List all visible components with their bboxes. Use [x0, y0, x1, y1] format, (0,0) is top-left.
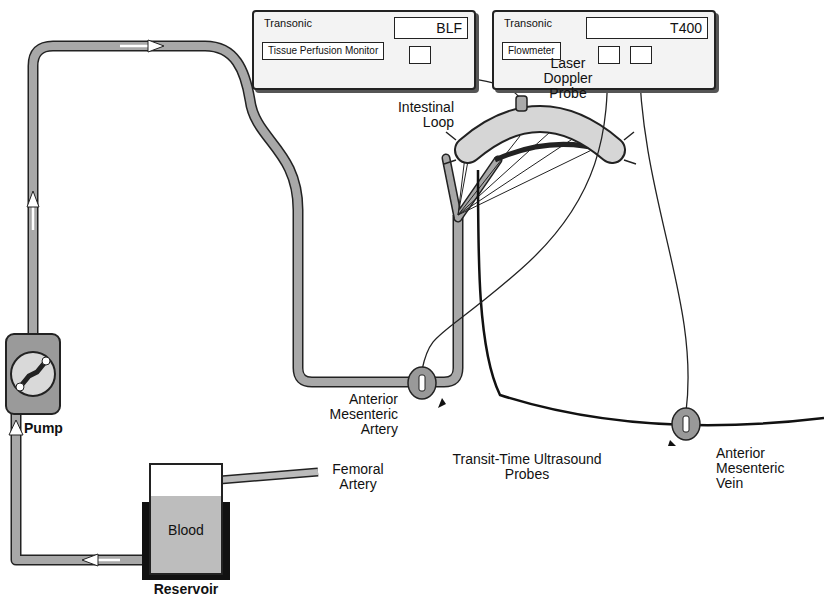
artery-branch-fill	[446, 158, 498, 218]
part-label: Femoral Artery	[322, 462, 394, 492]
blood-reservoir: BloodReservoir	[140, 460, 232, 600]
display-port	[409, 46, 431, 64]
probe-cables	[418, 53, 688, 412]
tissue-perfusion-monitor: TransonicTissue Perfusion Monitor BLF	[252, 10, 476, 90]
vein-flow-probe	[672, 408, 700, 440]
brand-label: Transonic	[264, 17, 312, 30]
supply-tube-fill	[33, 46, 458, 382]
display-port	[598, 46, 620, 64]
mesenteric-vein	[478, 170, 824, 425]
reservoir-vessel	[140, 460, 232, 580]
flow-arrows	[27, 40, 164, 566]
artery-branch	[446, 158, 498, 218]
part-label: Anterior Mesenteric Vein	[716, 446, 806, 491]
intestinal-loop-fill	[468, 119, 612, 150]
pump-label: Pump	[24, 420, 63, 436]
pump: Pump	[0, 330, 66, 442]
model-label: T400	[586, 17, 708, 39]
probe-marker	[668, 440, 676, 446]
supply-tube	[33, 46, 458, 382]
part-label: Laser Doppler Probe	[538, 56, 598, 101]
part-label: Intestinal Loop	[384, 100, 454, 130]
probe-marker	[438, 398, 446, 408]
display-port	[630, 46, 652, 64]
part-label: Anterior Mesenteric Artery	[316, 392, 398, 437]
flowmeter: TransonicT400Flowmeter	[492, 10, 716, 90]
laser-doppler-probe	[516, 96, 527, 111]
return-tube-fill	[16, 414, 142, 560]
return-tube	[16, 414, 142, 560]
brand-label: Transonic	[504, 17, 552, 30]
intestinal-loop	[468, 119, 612, 150]
part-label: Transit-Time Ultrasound Probes	[452, 452, 602, 482]
contents-label: Blood	[140, 522, 232, 538]
artery-flow-probe	[408, 367, 436, 399]
reservoir-label: Reservoir	[140, 581, 232, 597]
model-label: BLF	[394, 17, 468, 39]
loop-ties	[444, 132, 636, 164]
panel-label: Tissue Perfusion Monitor	[262, 42, 384, 60]
flow-arrowhead	[9, 420, 23, 435]
pump-body	[0, 330, 66, 418]
